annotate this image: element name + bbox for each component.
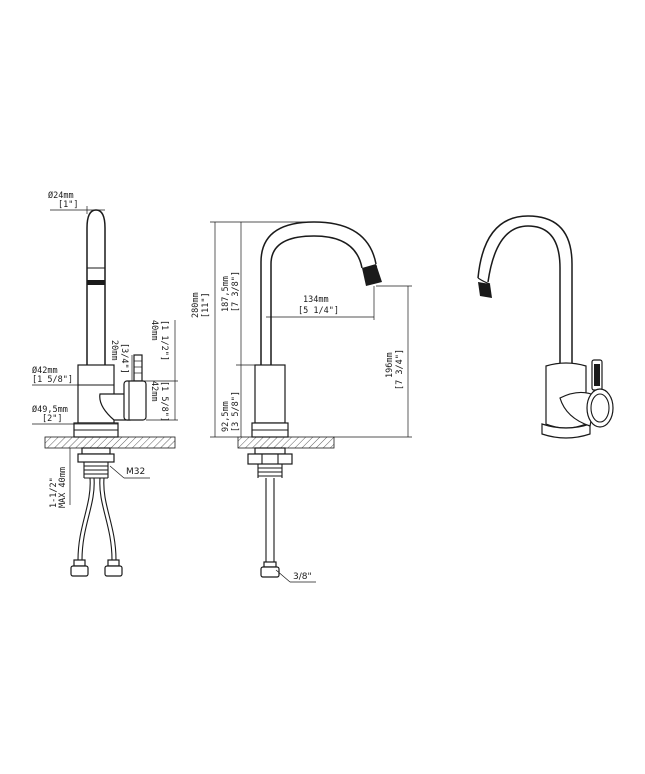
hose-nut-left: [70, 565, 89, 577]
dim-dia-49: Ø49,5mm: [32, 404, 68, 415]
dim-height-20-in: [3/4"]: [119, 343, 129, 374]
dim-height-196: 196mm: [385, 352, 395, 378]
hose-right: [99, 477, 117, 561]
dim-height-92-in: [3 5/8"]: [231, 391, 241, 432]
lock-washer: [81, 447, 111, 455]
base-ring-3d: [541, 423, 591, 439]
hose-nut-right: [104, 565, 123, 577]
dim-max-40-in: 1-1/2": [49, 477, 59, 508]
dim-reach-134-in: [5 1/4"]: [298, 306, 339, 316]
dim-dia-42: Ø42mm: [32, 365, 58, 376]
dim-height-20: 20mm: [109, 340, 119, 360]
dim-height-187: 187,5mm: [221, 276, 231, 312]
hose-fitting-right: [107, 559, 120, 567]
lock-washer-front: [254, 447, 286, 455]
dim-height-280: 280mm: [191, 292, 201, 318]
countertop-section-left: [44, 436, 176, 449]
spout-outer-3d: [487, 225, 561, 366]
dim-thread-m32: M32: [126, 467, 145, 477]
lever-grip-3d: [594, 364, 600, 386]
thread-shank-front: [257, 464, 283, 478]
dim-height-196-in: [7 3/4"]: [395, 349, 405, 390]
front-view: 3/8" 280mm [11"] 187,5mm [7 3/8"] 92,5mm…: [191, 221, 412, 583]
spout-inner: [270, 235, 363, 365]
dim-dia-24: Ø24mm: [48, 190, 74, 201]
hose-fitting-front: [263, 561, 277, 568]
spout-tube-side: [86, 209, 106, 365]
hose-fitting-left: [73, 559, 86, 567]
dim-dia-42-in: [1 5/8"]: [32, 375, 73, 385]
faucet-body-front: [254, 364, 286, 424]
dim-height-187-in: [7 3/8"]: [231, 271, 241, 312]
countertop-section-center: [237, 436, 335, 449]
dim-height-40: 40mm: [149, 320, 159, 340]
hose-front: [265, 478, 275, 562]
thread-shank: [83, 462, 109, 479]
dim-reach-134: 134mm: [303, 295, 329, 305]
side-view: Ø24mm [1"] Ø42mm [1 5/8"] Ø49,5mm [2"] 2…: [32, 190, 178, 577]
spout-inner-3d: [477, 215, 573, 366]
dim-height-42: 42mm: [149, 381, 159, 401]
spout-outer: [260, 221, 377, 365]
perspective-view: [477, 215, 614, 439]
handle-cylinder: [123, 380, 147, 421]
dim-max-40: MAX 40mm: [58, 467, 68, 508]
hose-nut-front: [260, 566, 280, 578]
spout-tip: [362, 264, 382, 286]
dim-dia-24-in: [1"]: [58, 200, 78, 210]
dim-height-40-in: [1 1/2"]: [159, 320, 169, 361]
spout-tip-3d: [478, 282, 492, 298]
dim-height-280-in: [11"]: [201, 292, 211, 318]
dim-height-42-in: [1 5/8"]: [159, 381, 169, 422]
hose-left: [77, 477, 95, 561]
lever-stem: [133, 354, 143, 382]
mount-nut: [77, 453, 115, 463]
aerator-band: [87, 280, 105, 285]
dim-hose-3-8: 3/8": [293, 572, 312, 582]
mount-nut-front: [247, 453, 293, 465]
dim-height-92: 92,5mm: [221, 401, 231, 432]
dim-dia-49-in: [2"]: [42, 414, 62, 424]
